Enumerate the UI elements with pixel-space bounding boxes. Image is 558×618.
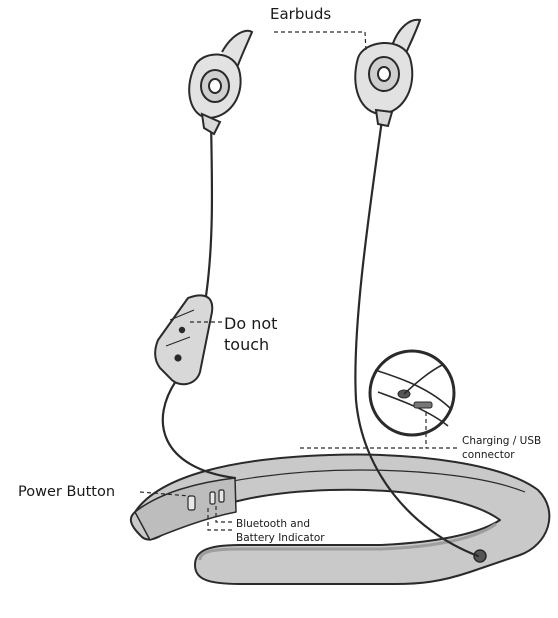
battery-indicator [219, 490, 224, 502]
charging-line1: Charging / USB [462, 434, 541, 448]
charging-line2: connector [462, 448, 541, 462]
power-button [188, 496, 195, 510]
power-button-label: Power Button [18, 484, 115, 501]
do-not-touch-label: Do not touch [224, 313, 277, 355]
left-earbud [189, 31, 252, 134]
charging-connector-label: Charging / USB connector [462, 434, 541, 462]
charging-port-inset [370, 351, 454, 435]
earbuds-label: Earbuds [270, 6, 331, 23]
inline-remote [155, 295, 212, 384]
left-cable-lower [163, 378, 235, 478]
do-not-touch-line2: touch [224, 334, 277, 355]
bluetooth-line2: Battery Indicator [236, 531, 325, 545]
leader-lines [140, 32, 460, 530]
do-not-touch-line1: Do not [224, 313, 277, 334]
power-button-label-text: Power Button [18, 484, 115, 500]
bluetooth-line1: Bluetooth and [236, 517, 325, 531]
bluetooth-battery-label: Bluetooth and Battery Indicator [236, 517, 325, 545]
earbuds-label-text: Earbuds [270, 5, 331, 23]
neckband-left-end [135, 478, 236, 540]
left-cable-upper [206, 120, 212, 296]
neckband [131, 455, 550, 584]
bluetooth-indicator [210, 492, 215, 504]
earbuds-leader [274, 32, 366, 52]
